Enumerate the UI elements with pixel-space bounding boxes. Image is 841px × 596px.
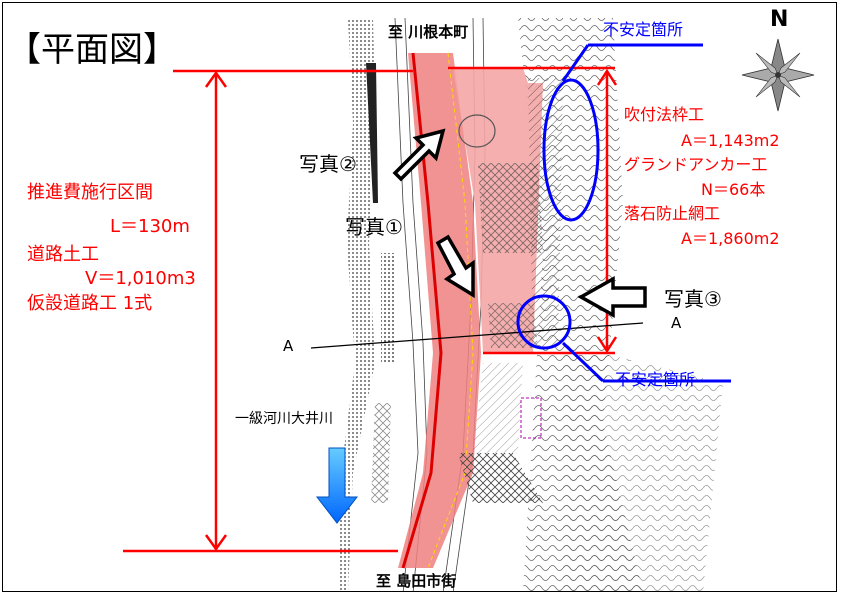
unstable-markers (516, 43, 731, 383)
section-item1-value: V＝1,010m3 (85, 268, 196, 289)
work2-value: N＝66本 (701, 180, 766, 199)
photo2-label: 写真② (299, 152, 357, 176)
section-item2: 仮設道路工 1式 (27, 293, 153, 314)
photo-arrows (392, 128, 647, 318)
figure-title: 【平面図】 (7, 30, 177, 70)
section-line-a (310, 322, 644, 349)
bottom-destination: 至 島田市街 (376, 572, 457, 590)
section-name: 推進費施行区間 (27, 182, 153, 203)
section-a-left: A (283, 337, 294, 355)
photo3-arrow (577, 276, 647, 318)
work2-name: グランドアンカー工 (624, 155, 768, 174)
river-flow-arrow (315, 447, 359, 524)
section-item1-name: 道路土工 (27, 244, 99, 265)
river-name: 一級河川大井川 (235, 411, 333, 427)
photo1-label: 写真① (345, 215, 403, 239)
top-destination: 至 川根本町 (388, 23, 469, 41)
section-dimension (123, 69, 413, 553)
hillside-contours-lower (563, 343, 723, 591)
section-length: L＝130m (110, 216, 190, 237)
unstable-label-bottom: 不安定箇所 (615, 370, 696, 389)
work3-value: A＝1,860m2 (681, 229, 780, 248)
photo1-arrow (435, 234, 475, 299)
section-a-right: A (671, 314, 682, 332)
plan-drawing (123, 17, 815, 591)
river-bank-texture (338, 18, 375, 591)
photo2-arrow (392, 128, 446, 182)
photo3-label: 写真③ (664, 287, 722, 311)
unstable-label-top: 不安定箇所 (603, 20, 684, 39)
work3-name: 落石防止網工 (624, 204, 721, 223)
work1-name: 吹付法枠工 (624, 105, 705, 124)
compass-rose (741, 38, 815, 112)
north-label: N (770, 7, 789, 32)
work1-value: A＝1,143m2 (681, 131, 780, 150)
river-bank-blocks (366, 63, 378, 203)
construction-road-area (398, 53, 481, 568)
